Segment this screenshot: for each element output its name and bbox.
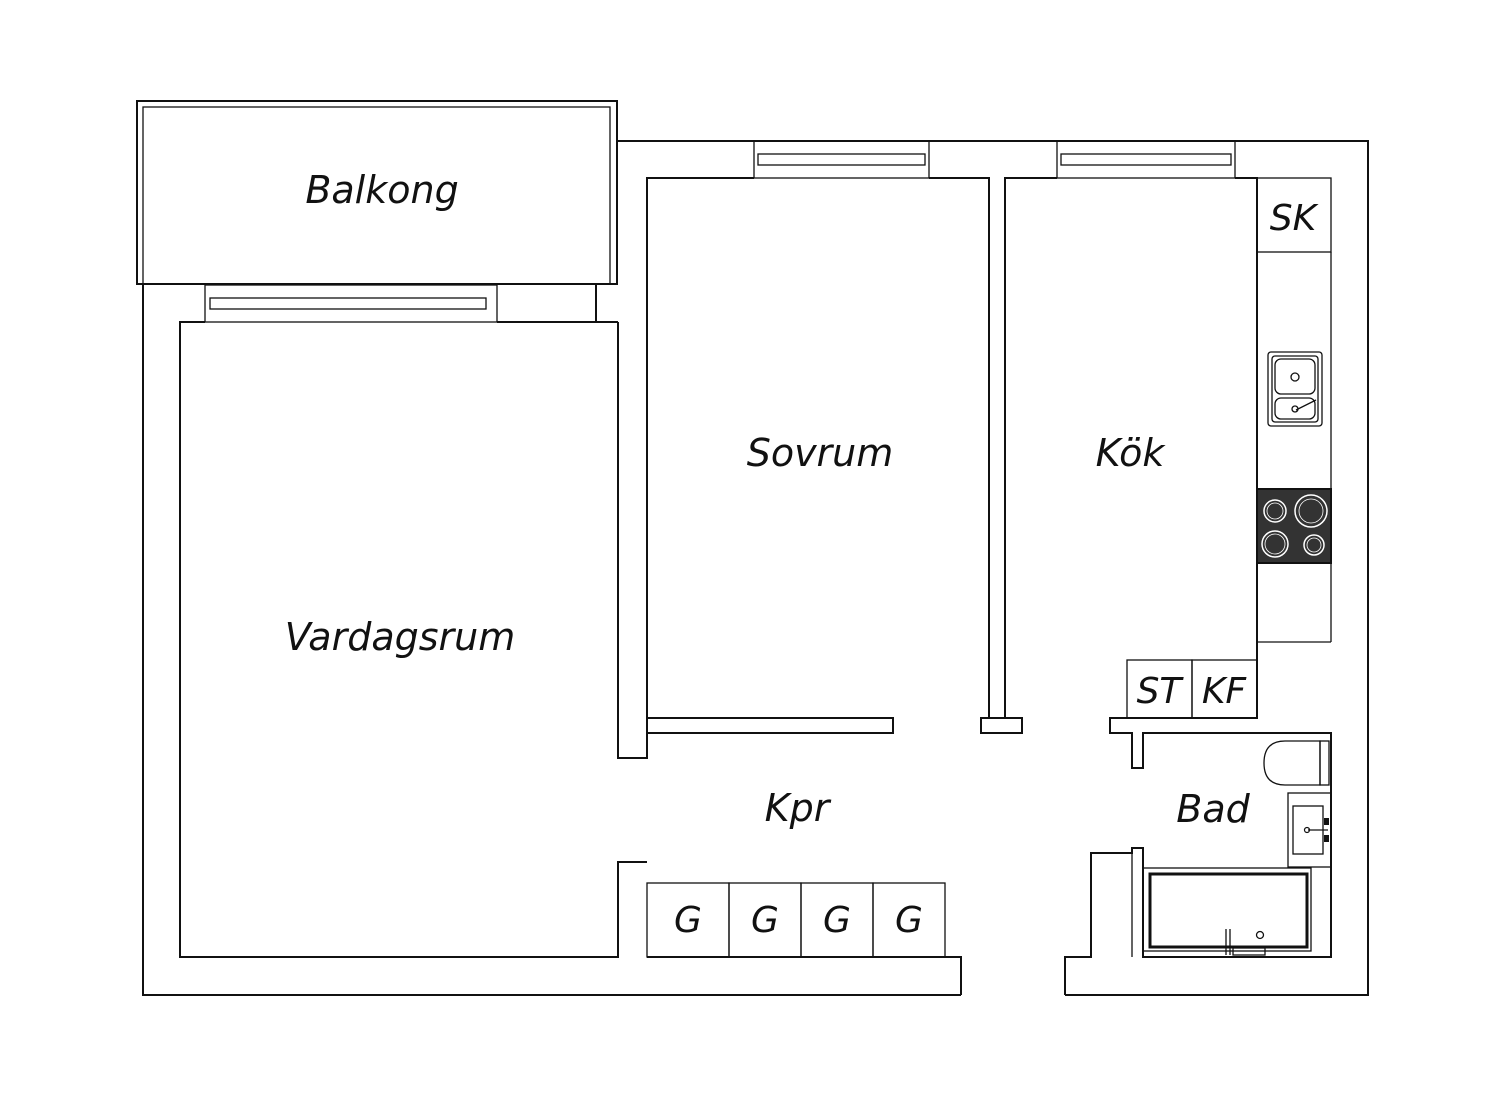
wardrobe-label: G: [823, 900, 851, 941]
wardrobes: [646, 882, 962, 995]
bathroom: [1064, 785, 1332, 995]
bathtub-icon: [1142, 867, 1312, 956]
fixture-label-st: ST: [1137, 671, 1185, 712]
room-label-kitchen: Kök: [1096, 431, 1167, 475]
room-label-bedroom: Sovrum: [747, 431, 894, 475]
sink-icon: [1267, 351, 1323, 427]
toilet-icon: [1263, 740, 1330, 786]
wardrobe-label: G: [674, 900, 702, 941]
room-label-balcony: Balkong: [305, 168, 458, 212]
wardrobe-label: G: [895, 900, 923, 941]
living-room: [179, 321, 648, 958]
room-label-bathroom: Bad: [1176, 787, 1250, 831]
room-label-living-room: Vardagsrum: [285, 615, 516, 659]
washbasin-icon: [1287, 792, 1332, 868]
outer-walls: [142, 140, 1369, 996]
wardrobe-label: G: [751, 900, 779, 941]
fixture-label-sk: SK: [1270, 198, 1319, 239]
fixture-label-kf: KF: [1202, 671, 1248, 712]
window-living-room: [204, 284, 498, 323]
window-bedroom: [753, 140, 930, 179]
stove-icon: [1256, 488, 1332, 564]
bedroom: [646, 177, 1023, 734]
window-kitchen: [1056, 140, 1236, 179]
room-label-hallway: Kpr: [765, 786, 832, 830]
